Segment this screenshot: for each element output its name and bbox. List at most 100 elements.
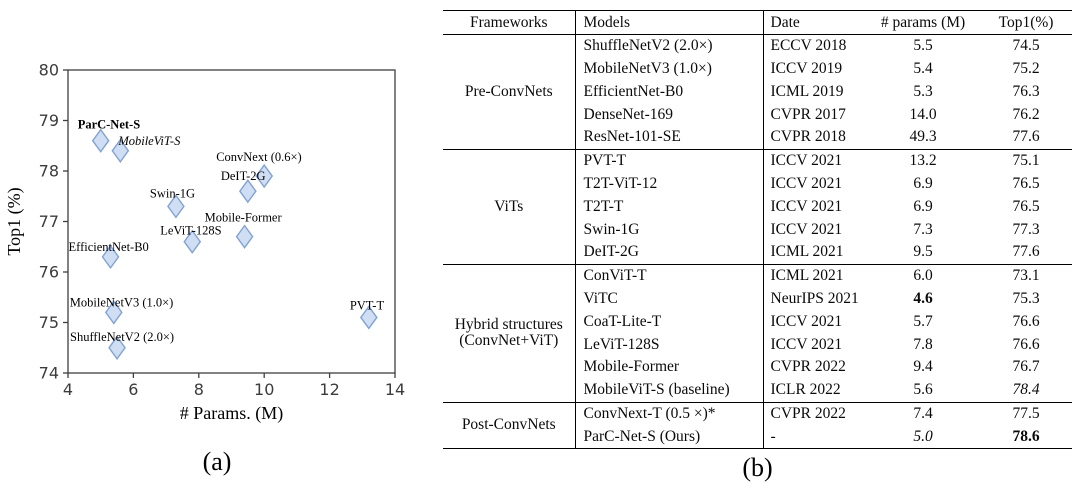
top1-cell: 76.2 (1012, 105, 1040, 123)
column-header: Top1(%) (998, 13, 1054, 31)
params-cell: 5.7 (913, 312, 933, 330)
framework-cell: Hybrid structures (ConvNet+ViT) (443, 264, 576, 403)
y-tick-label: 80 (39, 61, 59, 80)
point-label: PVT-T (350, 298, 385, 312)
point-label: EfficientNet-B0 (69, 240, 149, 254)
model-cell: DeIT-2G (575, 240, 764, 265)
scatter-point (183, 229, 202, 254)
scatter-point (359, 305, 378, 330)
top1-cell: 76.7 (1012, 358, 1040, 376)
model-cell: ViTC (575, 287, 764, 311)
point-label: ParC-Net-S (78, 118, 141, 132)
params-cell: 6.0 (913, 267, 933, 285)
scatter-point (238, 179, 257, 204)
params-cell: 4.6 (913, 290, 933, 308)
top1-cell: 76.6 (1012, 312, 1040, 330)
point-label: ConvNext (0.6×) (216, 150, 302, 164)
date-cell: NeurIPS 2021 (770, 290, 859, 308)
params-cell: 5.5 (913, 37, 933, 55)
model-cell: EfficientNet-B0 (575, 80, 764, 104)
params-cell: 9.5 (913, 243, 933, 261)
date-cell: ICML 2021 (770, 243, 844, 261)
y-tick-label: 74 (39, 364, 59, 383)
top1-cell: 76.3 (1012, 82, 1040, 100)
top1-cell: 75.3 (1012, 290, 1040, 308)
date-cell: ICCV 2019 (770, 60, 843, 78)
top1-cell: 77.5 (1012, 405, 1040, 423)
column-header: Frameworks (443, 10, 576, 35)
scatter-point (108, 335, 126, 360)
table-row: ViTC NeurIPS 2021 4.6 75.3 (443, 287, 1072, 311)
scatter-point (255, 163, 274, 189)
y-tick-label: 79 (39, 111, 59, 130)
x-tick-label: 10 (254, 380, 274, 399)
date-cell: ICCV 2021 (770, 335, 843, 353)
params-cell: 6.9 (913, 175, 933, 193)
params-cell: 6.9 (913, 197, 933, 215)
x-tick-label: 14 (385, 380, 405, 399)
column-header: # params (M) (880, 13, 966, 31)
x-tick-label: 6 (128, 380, 138, 399)
params-cell: 14.0 (909, 105, 937, 123)
framework-cell: Pre-ConvNets (443, 34, 576, 150)
params-cell: 7.8 (913, 335, 933, 353)
y-axis-label: Top1 (%) (4, 187, 25, 255)
caption-a: (a) (203, 447, 232, 476)
date-cell: ICCV 2021 (770, 175, 843, 193)
params-cell: 7.4 (913, 405, 933, 423)
top1-cell: 76.5 (1012, 175, 1040, 193)
y-tick-label: 78 (39, 162, 59, 181)
top1-cell: 76.5 (1012, 197, 1040, 215)
y-tick-label: 75 (39, 313, 59, 332)
date-cell: ICCV 2021 (770, 220, 843, 238)
y-tick-label: 77 (39, 212, 59, 231)
scatter-point (111, 138, 130, 163)
y-tick-label: 76 (39, 263, 59, 282)
top1-cell: 77.3 (1012, 220, 1040, 238)
x-tick-label: 12 (319, 380, 339, 399)
date-cell: CVPR 2022 (770, 358, 846, 376)
scatter-point (101, 244, 120, 270)
scatter-point (235, 224, 254, 249)
point-label: DeIT-2G (221, 169, 266, 183)
model-cell: ShuffleNetV2 (2.0×) (575, 34, 764, 58)
date-cell: ICML 2019 (770, 82, 844, 100)
model-cell: MobileNetV3 (1.0×) (575, 57, 764, 81)
top1-cell: 76.6 (1012, 335, 1040, 353)
model-cell: Mobile-Former (575, 355, 764, 379)
model-cell: ConvNext-T (0.5 ×)* (575, 402, 764, 426)
date-cell: ICCV 2021 (770, 197, 843, 215)
top1-cell: 77.6 (1012, 128, 1040, 146)
top1-cell: 78.4 (1012, 381, 1040, 399)
model-cell: Swin-1G (575, 218, 764, 241)
framework-cell: ViTs (443, 149, 576, 265)
x-tick-label: 4 (63, 380, 73, 399)
top1-cell: 75.1 (1012, 152, 1040, 170)
date-cell: ICCV 2021 (770, 152, 843, 170)
model-cell: MobileViT-S (baseline) (575, 378, 764, 403)
date-cell: CVPR 2022 (770, 405, 846, 423)
params-cell: 5.3 (913, 82, 933, 100)
point-label: LeViT-128S (160, 224, 221, 238)
params-cell: 13.2 (909, 152, 937, 170)
scatter-point (104, 300, 123, 325)
framework-cell: Post-ConvNets (443, 402, 576, 449)
caption-b: (b) (742, 453, 773, 483)
